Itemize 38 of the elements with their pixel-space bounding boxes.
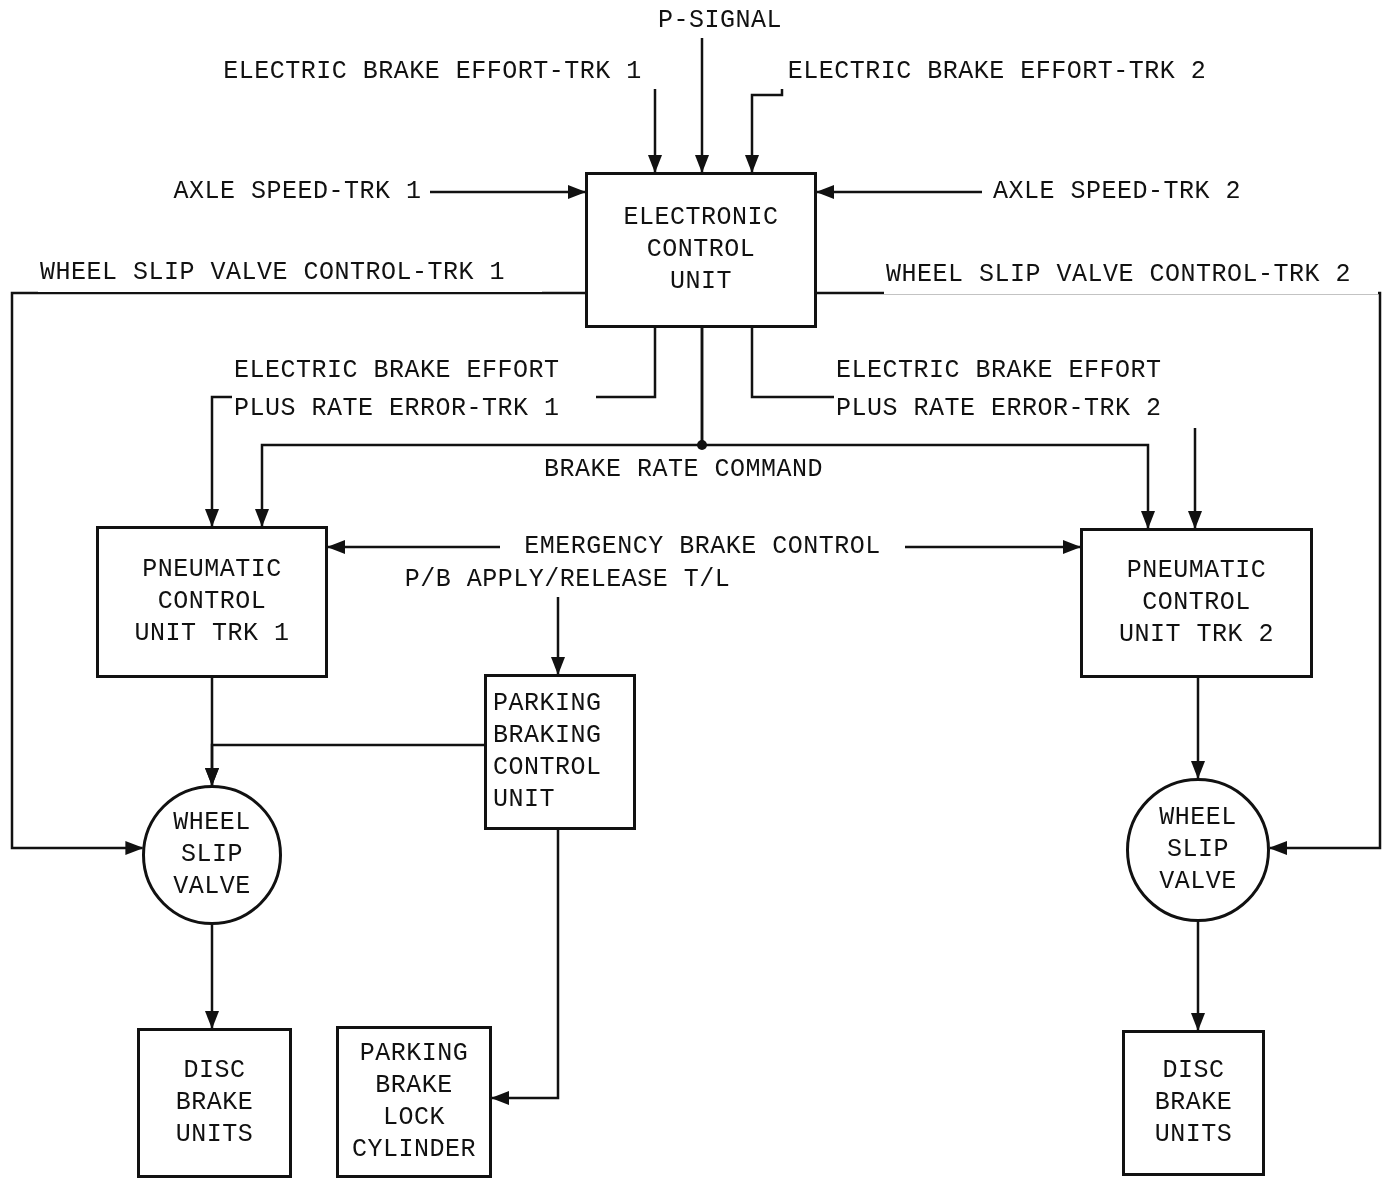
box-label: PNEUMATIC CONTROL UNIT TRK 2 [1118, 555, 1275, 651]
process-box [336, 1026, 492, 1178]
box-label: ELECTRONIC CONTROL UNIT [622, 202, 780, 298]
signal-label: P-SIGNAL [640, 4, 800, 38]
arrow [648, 89, 662, 173]
signal-label: ELECTRIC BRAKE EFFORT-TRK 2 [772, 55, 1222, 89]
box-label: PARKING BRAKING CONTROL UNIT [493, 688, 603, 816]
arrow [816, 185, 982, 199]
process-box [585, 172, 817, 328]
box-label: PNEUMATIC CONTROL UNIT TRK 1 [133, 554, 291, 650]
arrow [905, 540, 1081, 554]
process-box [1122, 1030, 1265, 1176]
arrow [551, 597, 565, 675]
signal-label: AXLE SPEED-TRK 1 [165, 174, 430, 210]
arrow [10, 291, 585, 855]
process-box [137, 1028, 292, 1178]
arrow [327, 540, 500, 554]
arrow [695, 38, 709, 173]
arrow [205, 925, 219, 1029]
box-label: WHEEL SLIP VALVE [1158, 802, 1238, 898]
process-box [1080, 528, 1313, 678]
signal-label: AXLE SPEED-TRK 2 [982, 174, 1252, 210]
arrow [430, 185, 586, 199]
arrow [1191, 678, 1205, 779]
signal-label: ELECTRIC BRAKE EFFORT-TRK 1 [200, 55, 665, 89]
box-label: PARKING BRAKE LOCK CYLINDER [351, 1038, 477, 1166]
arrow [205, 743, 484, 786]
box-label: WHEEL SLIP VALVE [172, 807, 252, 903]
arrow [700, 328, 1155, 529]
signal-label: EMERGENCY BRAKE CONTROL [500, 530, 905, 564]
box-label: DISC BRAKE UNITS [174, 1055, 255, 1151]
arrow [491, 830, 560, 1105]
arrow [745, 89, 784, 173]
box-label: DISC BRAKE UNITS [1153, 1055, 1234, 1151]
process-box [484, 674, 636, 830]
signal-label: P/B APPLY/RELEASE T/L [395, 563, 740, 597]
arrow [1191, 922, 1205, 1031]
process-box [96, 526, 328, 678]
